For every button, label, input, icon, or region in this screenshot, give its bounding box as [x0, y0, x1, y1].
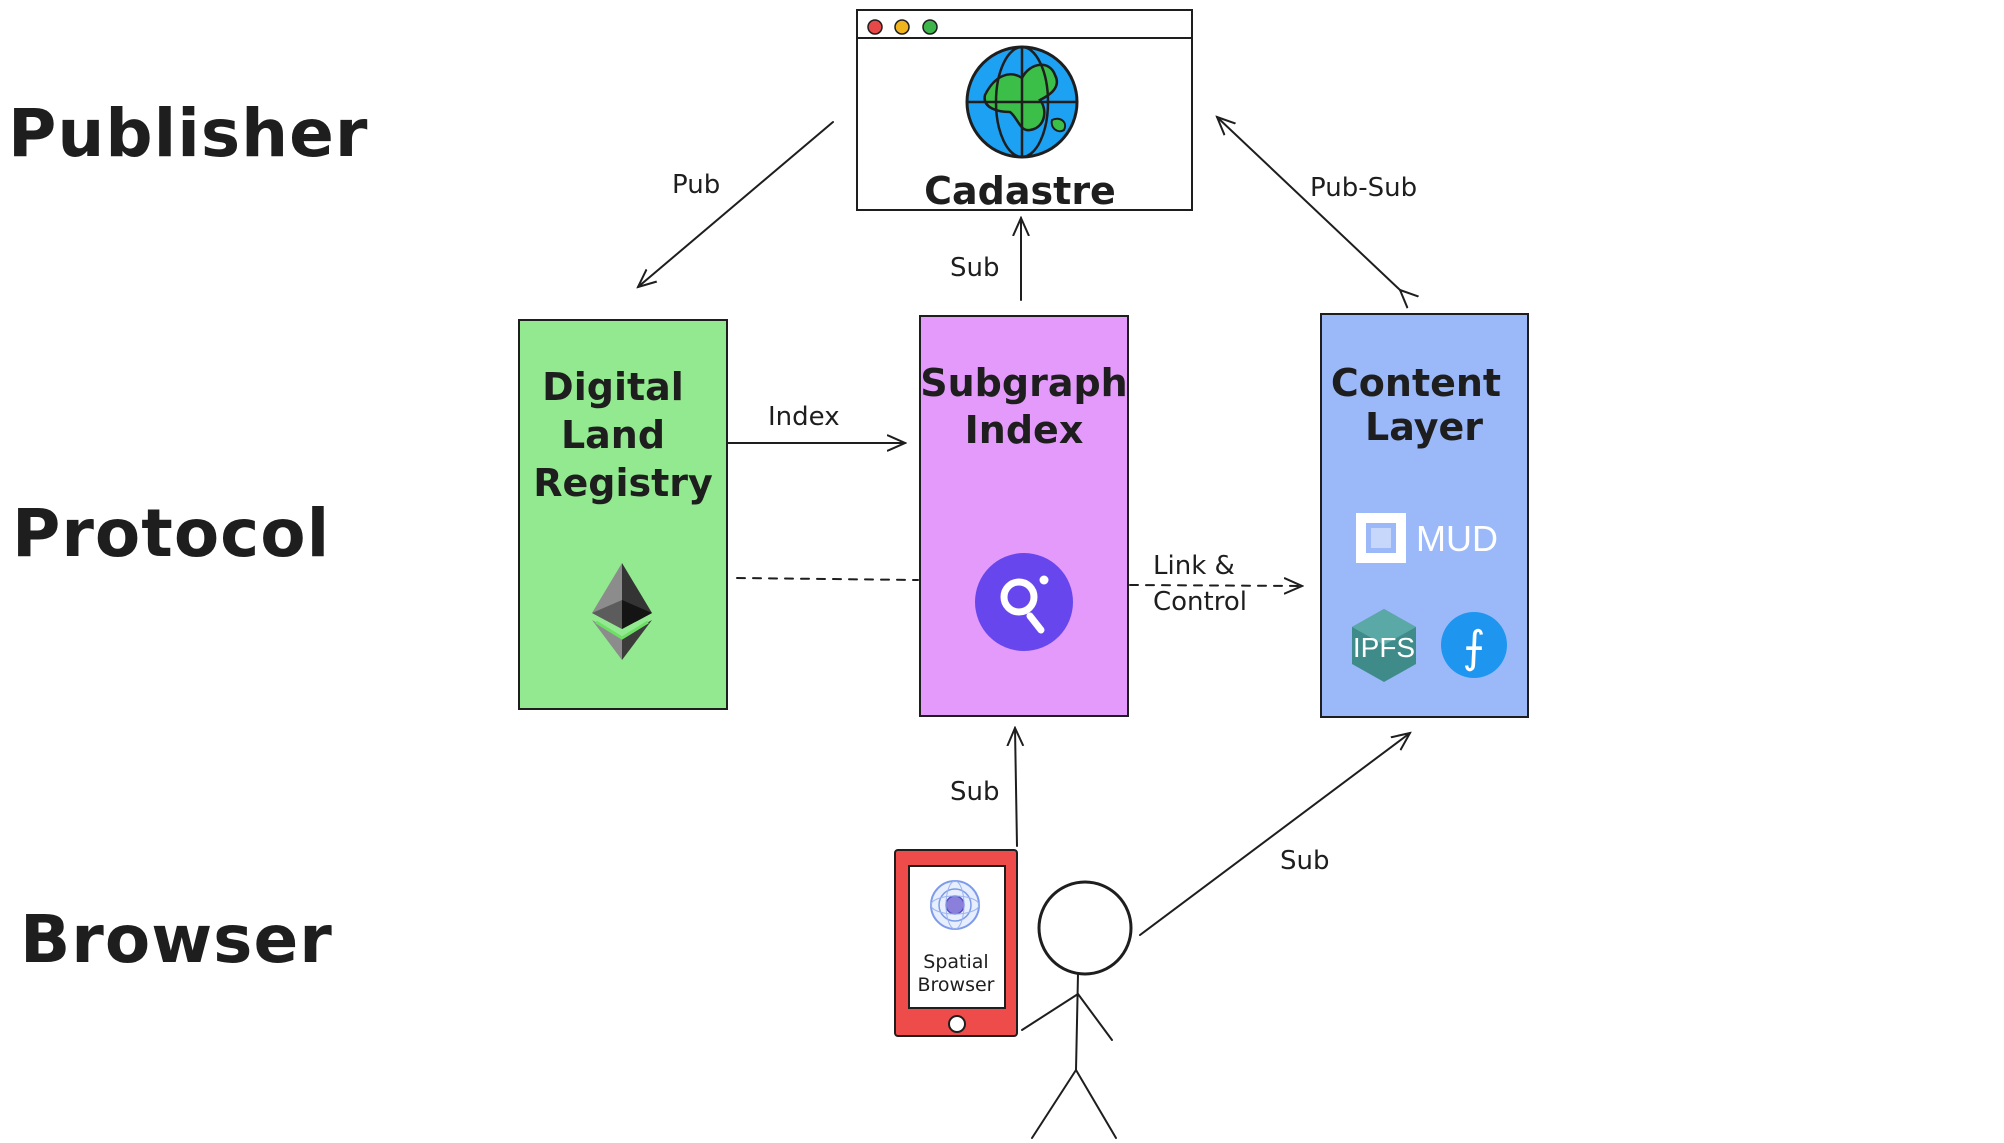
registry-title-line-1: Digital	[542, 365, 684, 409]
phone-home-button[interactable]	[948, 1015, 966, 1033]
edge-label-sub-phone: Sub	[950, 777, 1000, 807]
phone-label-line-1: Spatial	[923, 951, 988, 973]
mud-logo-label: MUD	[1416, 518, 1498, 559]
globe-icon	[965, 45, 1079, 159]
edge-label-pub: Pub	[672, 170, 720, 200]
subgraph-index-box[interactable]: Subgraph Index	[919, 315, 1129, 717]
registry-title-line-3: Registry	[533, 461, 713, 505]
subgraph-title-line-2: Index	[965, 408, 1084, 452]
edge-label-sub-top: Sub	[950, 253, 1000, 283]
digital-land-registry-box[interactable]: Digital Land Registry	[518, 319, 728, 710]
edge-sub-person: Sub	[1139, 733, 1410, 936]
edge-label-index: Index	[768, 402, 840, 432]
edge-sub-to-cadastre: Sub	[950, 218, 1021, 301]
edge-label-pubsub: Pub-Sub	[1310, 173, 1417, 203]
layer-label-publisher: Publisher	[8, 95, 368, 172]
content-layer-box[interactable]: Content Layer MUD IPFS ⨍	[1320, 313, 1529, 718]
edge-label-link-control-2: Control	[1153, 587, 1247, 617]
ipfs-logo-label: IPFS	[1353, 632, 1415, 663]
window-close-dot	[867, 19, 883, 35]
phone-label-line-2: Browser	[918, 974, 995, 996]
ethereum-icon	[592, 563, 652, 660]
content-title-line-1: Content	[1331, 361, 1501, 405]
edge-label-link-control-1: Link &	[1153, 551, 1235, 581]
spatial-globe-icon	[930, 880, 980, 930]
subgraph-title-line-1: Subgraph	[920, 361, 1127, 405]
ipfs-logo-icon: IPFS	[1352, 609, 1416, 682]
filecoin-logo-glyph: ⨍	[1463, 623, 1486, 672]
user-stick-figure	[1021, 880, 1133, 1139]
layer-label-browser: Browser	[20, 901, 333, 978]
edge-pubsub: Pub-Sub	[1217, 117, 1417, 290]
edge-link-control: Link & Control	[1129, 551, 1302, 617]
mud-logo-icon: MUD	[1356, 513, 1498, 563]
the-graph-icon	[975, 553, 1073, 651]
filecoin-logo-icon: ⨍	[1441, 612, 1507, 678]
cadastre-window[interactable]: Cadastre	[856, 9, 1193, 213]
edge-dashed-registry-subgraph	[736, 577, 919, 581]
edge-label-sub-person: Sub	[1280, 846, 1330, 876]
edge-index: Index	[727, 402, 905, 443]
window-maximize-dot	[922, 19, 938, 35]
window-minimize-dot	[894, 19, 910, 35]
layer-label-protocol: Protocol	[12, 495, 330, 572]
spatial-browser-phone[interactable]: Spatial Browser	[894, 849, 1018, 1037]
registry-title-line-2: Land	[561, 413, 665, 457]
edge-pub: Pub	[638, 121, 834, 287]
cadastre-label: Cadastre	[924, 169, 1116, 213]
edge-sub-phone: Sub	[950, 728, 1017, 847]
content-title-line-2: Layer	[1365, 405, 1483, 449]
